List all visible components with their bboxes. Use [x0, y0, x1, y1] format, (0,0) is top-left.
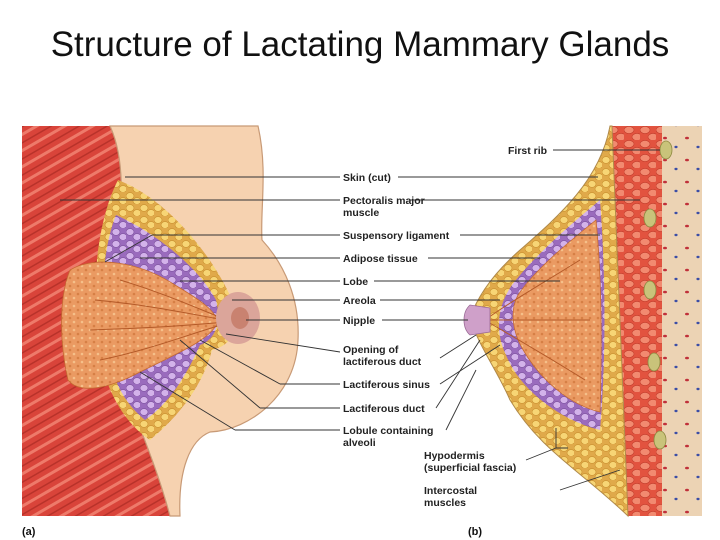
leader-lines	[60, 149, 660, 491]
label-pectoralis-line2: muscle	[343, 207, 379, 219]
label-skin-cut: Skin (cut)	[343, 172, 391, 184]
label-intercostal-line2: muscles	[424, 497, 466, 509]
label-hypodermis-line1: Hypodermis	[424, 450, 485, 462]
label-intercostal-line1: Intercostal	[424, 485, 477, 497]
label-lactiferous-sinus: Lactiferous sinus	[343, 379, 430, 391]
glandular-lobes-a	[61, 261, 219, 389]
label-lobule-line1: Lobule containing	[343, 425, 433, 437]
label-nipple: Nipple	[343, 315, 375, 327]
panel-b-illustration	[463, 125, 702, 518]
slide-title: Structure of Lactating Mammary Glands	[50, 25, 670, 64]
glandular-lobes-b	[512, 219, 602, 413]
label-opening-line1: Opening of	[343, 344, 399, 356]
nipple-b	[463, 304, 491, 336]
label-suspensory-ligament: Suspensory ligament	[343, 230, 450, 242]
panel-label-a: (a)	[22, 526, 36, 538]
label-hypodermis-line2: (superficial fascia)	[424, 462, 516, 474]
nipple-a	[231, 307, 249, 329]
rib-cross-sections	[643, 140, 673, 450]
label-lobule-line2: alveoli	[343, 437, 376, 449]
panel-a-illustration	[22, 125, 342, 517]
label-adipose-tissue: Adipose tissue	[343, 253, 418, 265]
label-first-rib: First rib	[508, 145, 547, 157]
label-opening-line2: lactiferous duct	[343, 356, 422, 368]
panel-label-b: (b)	[468, 526, 482, 538]
label-areola: Areola	[343, 295, 376, 307]
diagram-labels: First rib Skin (cut) Pectoralis major mu…	[22, 145, 547, 538]
label-lobe: Lobe	[343, 276, 368, 288]
fascia-region	[660, 126, 702, 516]
label-lactiferous-duct: Lactiferous duct	[343, 403, 425, 415]
label-pectoralis-line1: Pectoralis major	[343, 195, 425, 207]
